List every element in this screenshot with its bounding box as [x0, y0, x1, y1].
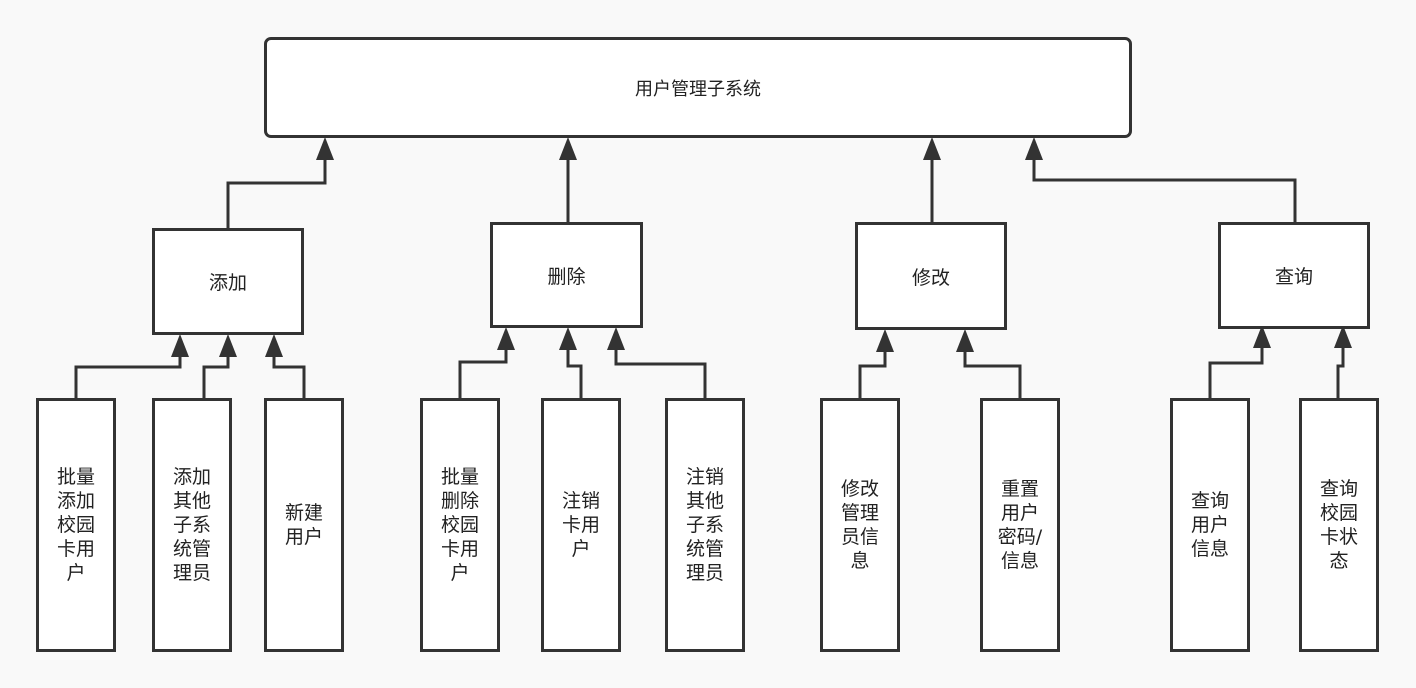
arrow-delete-2 — [559, 327, 577, 350]
edge-modify-leaf1 — [858, 352, 887, 400]
arrow-delete-3 — [607, 327, 625, 350]
edge-query-leaf1 — [1208, 348, 1264, 400]
edge-query-to-root — [1032, 160, 1297, 224]
leaf-modify-admin-info[interactable]: 修改管理员信息 — [820, 398, 900, 652]
arrow-add-1 — [171, 334, 189, 357]
leaf-label: 重置用户密码/信息 — [997, 478, 1043, 572]
leaf-new-user[interactable]: 新建用户 — [264, 398, 344, 652]
leaf-query-user-info[interactable]: 查询用户信息 — [1170, 398, 1250, 652]
arrow-root-query — [1025, 137, 1043, 160]
leaf-label: 注销其他子系统管理员 — [685, 466, 724, 584]
category-query[interactable]: 查询 — [1218, 222, 1370, 329]
leaf-label: 批量添加校园卡用户 — [56, 466, 95, 584]
leaf-batch-add-campus-card-users[interactable]: 批量添加校园卡用户 — [36, 398, 116, 652]
leaf-cancel-card-users[interactable]: 注销卡用户 — [541, 398, 621, 652]
edge-delete-leaf2 — [566, 350, 583, 400]
leaf-label: 修改管理员信息 — [840, 478, 879, 572]
category-delete-label: 删除 — [547, 265, 586, 288]
leaf-label: 查询校园卡状态 — [1319, 478, 1358, 572]
leaf-label: 查询用户信息 — [1190, 490, 1229, 560]
arrow-query-1 — [1253, 325, 1271, 348]
category-delete[interactable]: 删除 — [490, 222, 643, 328]
arrow-modify-2 — [956, 329, 974, 352]
leaf-label: 注销卡用户 — [561, 490, 600, 560]
root-label: 用户管理子系统 — [635, 78, 761, 100]
arrow-root-modify — [923, 137, 941, 160]
edge-add-to-root — [226, 160, 327, 230]
category-add-label: 添加 — [208, 272, 247, 294]
leaf-reset-user-password[interactable]: 重置用户密码/信息 — [980, 398, 1060, 652]
leaf-cancel-subsystem-admins[interactable]: 注销其他子系统管理员 — [665, 398, 745, 652]
leaf-label: 添加其他子系统管理员 — [172, 466, 211, 584]
arrow-add-3 — [265, 334, 283, 357]
edge-modify-leaf2 — [963, 352, 1022, 400]
leaf-label: 新建用户 — [284, 502, 323, 548]
arrow-modify-1 — [876, 329, 894, 352]
edge-add-leaf3 — [272, 357, 306, 400]
edge-delete-leaf1 — [458, 350, 508, 400]
category-modify[interactable]: 修改 — [855, 222, 1007, 330]
edge-query-leaf2 — [1336, 348, 1345, 400]
leaf-query-card-status[interactable]: 查询校园卡状态 — [1299, 398, 1379, 652]
edge-add-leaf2 — [202, 357, 230, 400]
arrow-add-2 — [219, 334, 237, 357]
leaf-batch-delete-campus-card-users[interactable]: 批量删除校园卡用户 — [420, 398, 500, 652]
category-modify-label: 修改 — [911, 266, 950, 289]
leaf-add-subsystem-admins[interactable]: 添加其他子系统管理员 — [152, 398, 232, 652]
arrow-delete-1 — [497, 327, 515, 350]
arrow-query-2 — [1334, 325, 1352, 348]
root-node[interactable]: 用户管理子系统 — [264, 37, 1132, 138]
edge-add-leaf1 — [74, 357, 182, 400]
leaf-label: 批量删除校园卡用户 — [440, 466, 479, 584]
arrow-root-add — [316, 137, 334, 160]
category-add[interactable]: 添加 — [152, 228, 304, 335]
edge-delete-leaf3 — [614, 350, 707, 400]
category-query-label: 查询 — [1274, 266, 1313, 288]
arrow-root-delete — [559, 137, 577, 160]
